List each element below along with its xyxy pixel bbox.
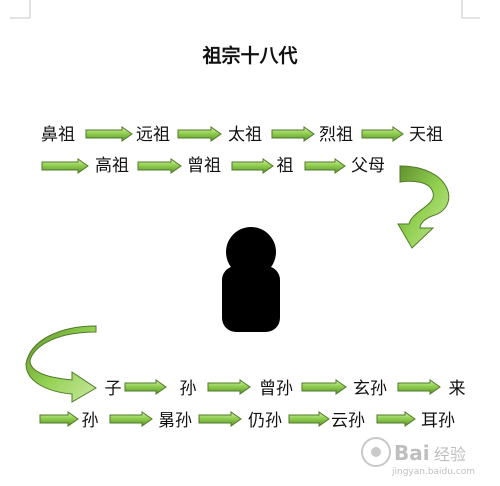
right-arrow-icon (397, 379, 441, 395)
right-arrow-icon (124, 379, 167, 395)
connector-arrows (39, 126, 441, 427)
ancestor-label: 远祖 (136, 125, 170, 145)
ancestor-label: 鼻祖 (41, 125, 75, 145)
curved-arrow-icon (397, 165, 450, 249)
person-silhouette-icon (222, 227, 280, 332)
page-corner-marks (10, 0, 480, 19)
ancestor-label: 高祖 (95, 156, 129, 176)
right-arrow-icon (109, 411, 153, 427)
descendant-label: 玄孙 (353, 379, 387, 399)
baidu-jingyan-watermark: Bai 经验 jingyan.baidu.com (361, 437, 475, 477)
right-arrow-icon (376, 411, 416, 427)
descendant-label: 孙 (180, 379, 197, 399)
right-arrow-icon (39, 411, 79, 427)
descendant-label: 来 (449, 379, 466, 399)
right-arrow-icon (198, 411, 242, 427)
ancestor-label: 天祖 (409, 125, 443, 145)
right-arrow-icon (85, 126, 133, 142)
curved-arrow-icon (25, 325, 97, 403)
descendants-row-2: 孙 晜孙 仍孙 云孙 耳孙 (82, 411, 456, 431)
right-arrow-icon (41, 158, 89, 174)
diagram-title: 祖宗十八代 (201, 44, 297, 67)
ancestor-label: 烈祖 (319, 125, 353, 145)
watermark-brand-cn: 经验 (434, 445, 466, 464)
descendant-label: 仍孙 (248, 411, 282, 431)
watermark-url: jingyan.baidu.com (391, 467, 475, 477)
descendant-label: 子 (105, 379, 122, 399)
ancestors-row-2: 高祖 曾祖 祖 父母 (95, 156, 385, 176)
descendant-label: 耳孙 (421, 411, 455, 431)
descendant-label: 云孙 (331, 411, 365, 431)
ancestors-row-1: 鼻祖 远祖 太祖 烈祖 天祖 (41, 125, 443, 145)
right-arrow-icon (177, 126, 222, 142)
right-arrow-icon (137, 158, 182, 174)
right-arrow-icon (304, 158, 346, 174)
ancestor-label: 太祖 (228, 125, 262, 145)
descendants-row-1: 子 孙 曾孙 玄孙 来 (105, 379, 466, 399)
watermark-brand: Bai (394, 441, 430, 465)
right-arrow-icon (361, 126, 404, 142)
right-arrow-icon (231, 158, 274, 174)
descendant-label: 曾孙 (259, 379, 293, 399)
right-arrow-icon (271, 126, 315, 142)
ancestor-label: 父母 (351, 156, 385, 176)
right-arrow-icon (207, 379, 251, 395)
descendant-label: 孙 (82, 411, 99, 431)
ancestor-label: 祖 (277, 156, 294, 176)
descendant-label: 晜孙 (158, 411, 192, 431)
ancestor-label: 曾祖 (187, 156, 221, 176)
right-arrow-icon (301, 379, 347, 395)
right-arrow-icon (288, 411, 330, 427)
